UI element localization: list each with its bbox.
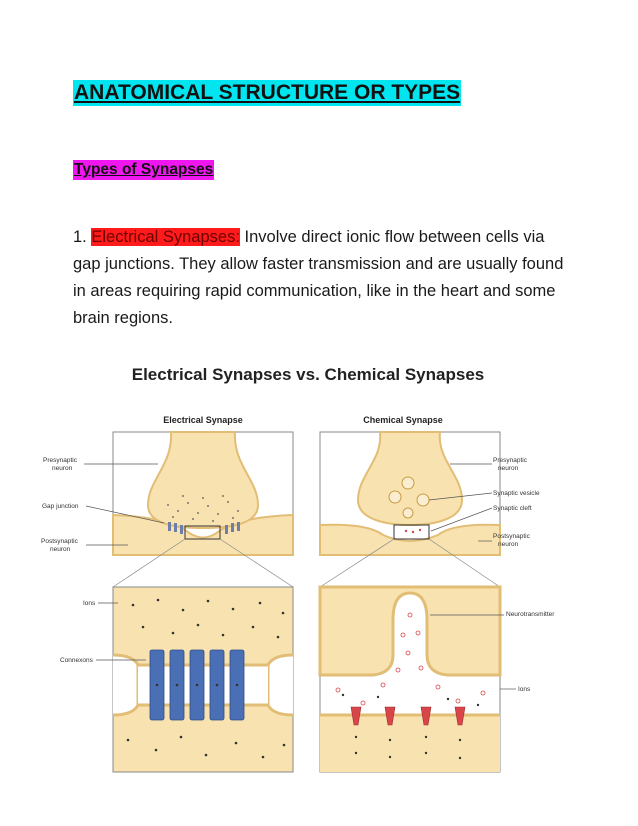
electrical-subtitle: Electrical Synapse <box>163 415 243 425</box>
synapse-diagram: Electrical Synapse Chemical Synapse <box>41 415 555 773</box>
receptors <box>350 706 466 726</box>
svg-text:neuron: neuron <box>498 465 519 472</box>
postsynaptic-cell-chem <box>319 523 501 556</box>
label-ions-right: Ions <box>518 686 531 693</box>
label-synaptic-vesicle: Synaptic vesicle <box>493 490 540 497</box>
item-number: 1. <box>73 228 87 246</box>
subsection-heading: Types of Synapses <box>73 160 215 180</box>
label-presynaptic-left: Presynaptic <box>43 457 78 464</box>
section-heading: ANATOMICAL STRUCTURE OR TYPES <box>73 80 462 106</box>
svg-text:neuron: neuron <box>498 541 519 548</box>
synapse-figure: Electrical Synapses vs. Chemical Synapse… <box>38 365 578 780</box>
figure-title: Electrical Synapses vs. Chemical Synapse… <box>131 365 485 384</box>
label-presynaptic-right: Presynaptic <box>493 457 528 464</box>
gap-junction-channels <box>168 522 240 534</box>
item-text: Involve direct ionic flow between cells … <box>73 228 564 327</box>
paragraph-electrical-synapses: 1. Electrical Synapses: Involve direct i… <box>73 224 573 332</box>
electrical-zoom-panel <box>112 586 294 773</box>
label-connexons: Connexons <box>60 657 94 664</box>
svg-text:neuron: neuron <box>52 465 73 472</box>
chemical-top-panel <box>319 431 501 556</box>
label-ions-left: Ions <box>83 600 96 607</box>
label-synaptic-cleft: Synaptic cleft <box>493 505 532 512</box>
zoom-box <box>184 525 221 540</box>
item-term: Electrical Synapses: <box>91 228 240 246</box>
label-postsynaptic-right: Postsynaptic <box>493 533 531 540</box>
electrical-top-panel <box>112 431 294 556</box>
chemical-subtitle: Chemical Synapse <box>363 415 443 425</box>
label-postsynaptic-left: Postsynaptic <box>41 538 79 545</box>
synaptic-vesicles <box>388 476 430 519</box>
label-gap-junction: Gap junction <box>42 503 79 510</box>
label-neurotransmitter: Neurotransmitter <box>506 611 555 618</box>
svg-text:neuron: neuron <box>50 546 71 553</box>
zoom-box-chem <box>393 524 430 540</box>
chemical-zoom-panel <box>318 585 502 773</box>
presynaptic-cell <box>146 431 260 530</box>
